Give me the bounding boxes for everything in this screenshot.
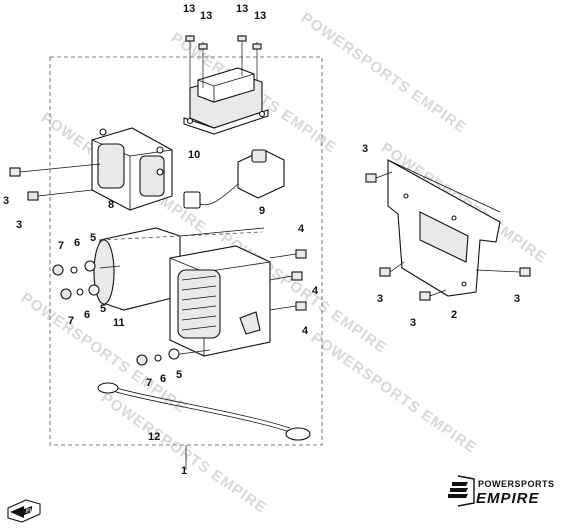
- logo-powersports: POWERSPORTS: [478, 479, 555, 489]
- power-cable: [97, 382, 311, 441]
- rocker-switch: [183, 149, 285, 209]
- callout-7: 7: [68, 315, 74, 327]
- callout-9: 9: [259, 205, 265, 217]
- callout-3: 3: [410, 317, 416, 329]
- callout-12: 12: [148, 431, 160, 443]
- callout-7: 7: [58, 240, 64, 252]
- callout-4: 4: [312, 285, 319, 297]
- hardware-bolts: [9, 167, 531, 366]
- callout-4: 4: [298, 223, 305, 235]
- callout-3: 3: [514, 293, 520, 305]
- callout-6: 6: [160, 373, 166, 385]
- callout-6: 6: [74, 237, 80, 249]
- callout-3: 3: [377, 293, 383, 305]
- callout-10: 10: [188, 149, 200, 161]
- winch-motor: [93, 227, 265, 311]
- callout-1: 1: [181, 465, 187, 477]
- relay-contactor: [183, 67, 269, 135]
- callout-13: 13: [236, 3, 248, 15]
- callout-11: 11: [113, 317, 125, 329]
- svg-text:FWD: FWD: [26, 509, 40, 515]
- callout-7: 7: [146, 377, 152, 389]
- callout-5: 5: [100, 303, 106, 315]
- callout-8: 8: [108, 199, 114, 211]
- callout-3: 3: [362, 143, 368, 155]
- callout-2: 2: [451, 309, 457, 321]
- svg-text:POWERSPORTS EMPIRE: POWERSPORTS EMPIRE: [298, 9, 470, 137]
- callout-3: 3: [3, 195, 9, 207]
- leader-lines: [19, 163, 521, 470]
- mounting-plate: [387, 159, 501, 297]
- callout-13: 13: [254, 10, 266, 22]
- callout-3: 3: [16, 219, 22, 231]
- logo-empire: EMPIRE: [476, 490, 540, 507]
- callout-5: 5: [90, 232, 96, 244]
- callout-4: 4: [302, 325, 309, 337]
- brand-logo: POWERSPORTS EMPIRE: [448, 475, 555, 507]
- callout-13: 13: [183, 3, 195, 15]
- winch-drum: [169, 245, 271, 357]
- assembly-boundary: [49, 56, 323, 446]
- callout-13: 13: [200, 10, 212, 22]
- callout-5: 5: [176, 369, 182, 381]
- callouts: 13 13 13 13 10 8 9 3 3 3 3 3 3 2 4 4 4 7…: [3, 3, 520, 477]
- forward-direction-icon: FWD: [7, 499, 41, 523]
- callout-6: 6: [84, 309, 90, 321]
- svg-text:POWERSPORTS EMPIRE: POWERSPORTS EMPIRE: [308, 329, 480, 457]
- roller-fairlead: [91, 127, 173, 211]
- screws-13: [185, 35, 262, 88]
